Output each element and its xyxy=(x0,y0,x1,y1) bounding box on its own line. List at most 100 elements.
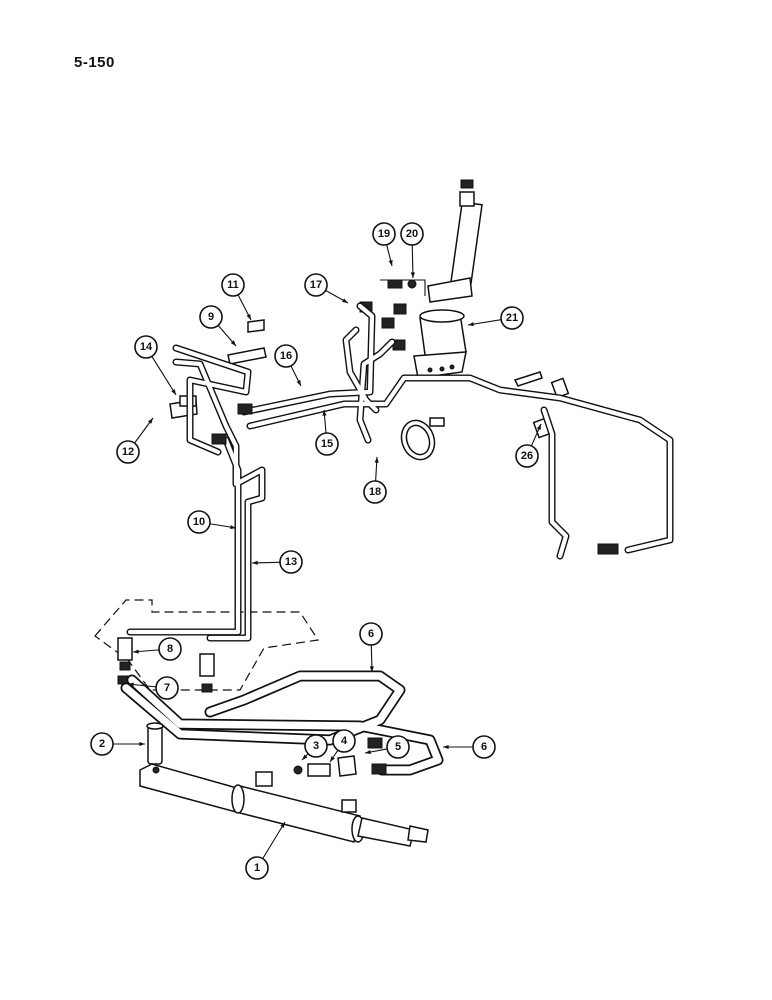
frame-outline-dashed xyxy=(94,599,320,691)
callout-number: 9 xyxy=(208,311,214,323)
hose-clamp xyxy=(400,417,445,461)
hydraulic-tubes xyxy=(126,302,674,642)
callout-12: 12 xyxy=(116,417,154,464)
callout-arrowhead xyxy=(296,380,301,386)
callout-number: 8 xyxy=(167,643,173,655)
callout-arrowhead xyxy=(330,756,335,762)
callout-20: 20 xyxy=(400,222,424,279)
callout-number: 21 xyxy=(506,312,518,324)
callout-arrowhead xyxy=(322,410,327,416)
callout-circle xyxy=(515,444,539,468)
callout-6: 6 xyxy=(443,735,496,759)
callout-14: 14 xyxy=(134,335,177,396)
callout-leader-line xyxy=(151,356,177,396)
callout-circle xyxy=(134,335,158,359)
callout-arrowhead xyxy=(280,822,285,828)
callout-arrowhead xyxy=(468,322,474,327)
callout-number: 7 xyxy=(164,682,170,694)
callout-arrowhead xyxy=(148,418,153,424)
callout-number: 6 xyxy=(481,741,487,753)
callout-number: 11 xyxy=(227,279,239,291)
callout-circle xyxy=(332,729,356,753)
callout-26: 26 xyxy=(515,423,542,468)
callout-number: 17 xyxy=(310,279,322,291)
callout-5: 5 xyxy=(364,735,410,759)
callout-arrowhead xyxy=(536,424,541,430)
callout-9: 9 xyxy=(199,305,237,347)
callout-arrowhead xyxy=(128,682,134,687)
callout-circle xyxy=(199,305,223,329)
callout-circle xyxy=(386,735,410,759)
callout-circle xyxy=(472,735,496,759)
callout-number: 5 xyxy=(395,741,401,753)
callout-arrowhead xyxy=(171,389,176,395)
callout-15: 15 xyxy=(315,409,339,456)
callout-1: 1 xyxy=(245,821,286,880)
callout-number: 6 xyxy=(368,628,374,640)
callout-arrowhead xyxy=(369,666,374,672)
callout-arrowhead xyxy=(374,457,379,463)
callout-circle xyxy=(221,273,245,297)
callout-circle xyxy=(359,622,383,646)
cylinder-pin xyxy=(146,722,164,765)
callout-arrowhead xyxy=(342,298,348,303)
callout-arrowhead xyxy=(410,272,415,278)
callout-circle xyxy=(400,222,424,246)
callout-circle xyxy=(245,856,269,880)
page-number: 5-150 xyxy=(74,54,115,71)
callout-arrowhead xyxy=(139,741,145,747)
callout-number: 15 xyxy=(321,438,333,450)
callout-circle xyxy=(116,440,140,464)
callout-2: 2 xyxy=(90,732,145,756)
callout-number: 12 xyxy=(122,446,134,458)
callout-circle xyxy=(90,732,114,756)
callout-16: 16 xyxy=(274,344,302,387)
callout-number: 3 xyxy=(313,740,319,752)
callout-circle xyxy=(187,510,211,534)
callout-circle xyxy=(363,480,387,504)
callout-leader-line xyxy=(262,821,286,859)
steering-column xyxy=(427,179,483,303)
callout-number: 13 xyxy=(285,556,297,568)
callout-17: 17 xyxy=(304,273,349,304)
cylinder-fittings xyxy=(293,737,387,777)
valve-fittings xyxy=(359,279,426,351)
callout-arrowhead xyxy=(252,560,258,565)
callout-arrowhead xyxy=(230,340,236,346)
flexible-hoses xyxy=(120,670,444,776)
callout-4: 4 xyxy=(329,729,356,763)
callout-19: 19 xyxy=(372,222,396,267)
callout-8: 8 xyxy=(132,637,182,661)
callout-number: 18 xyxy=(369,486,381,498)
callout-10: 10 xyxy=(187,510,237,534)
callout-6: 6 xyxy=(359,622,383,673)
callout-7: 7 xyxy=(127,676,179,700)
callout-circle xyxy=(500,306,524,330)
callout-circle xyxy=(315,432,339,456)
callout-circle xyxy=(304,273,328,297)
callout-circle xyxy=(155,676,179,700)
steering-control-valve xyxy=(413,309,467,379)
callout-11: 11 xyxy=(221,273,252,321)
callout-number: 2 xyxy=(99,738,105,750)
callout-arrowhead xyxy=(443,744,449,750)
callout-number: 16 xyxy=(280,350,292,362)
callout-arrowhead xyxy=(230,525,236,530)
callout-circle xyxy=(274,344,298,368)
callout-number: 1 xyxy=(254,862,260,874)
callout-number: 14 xyxy=(140,341,153,353)
callout-number: 20 xyxy=(406,228,418,240)
callout-circle xyxy=(279,550,303,574)
callout-arrowhead xyxy=(133,649,139,654)
steering-cylinder xyxy=(139,763,429,847)
callout-arrowhead xyxy=(365,749,371,755)
frame-fittings xyxy=(117,637,215,693)
callout-arrowhead xyxy=(302,754,308,760)
callout-arrowhead xyxy=(246,314,251,320)
callout-circle xyxy=(304,734,328,758)
callout-circle xyxy=(158,637,182,661)
callout-arrowhead xyxy=(388,260,393,266)
callout-circle xyxy=(372,222,396,246)
